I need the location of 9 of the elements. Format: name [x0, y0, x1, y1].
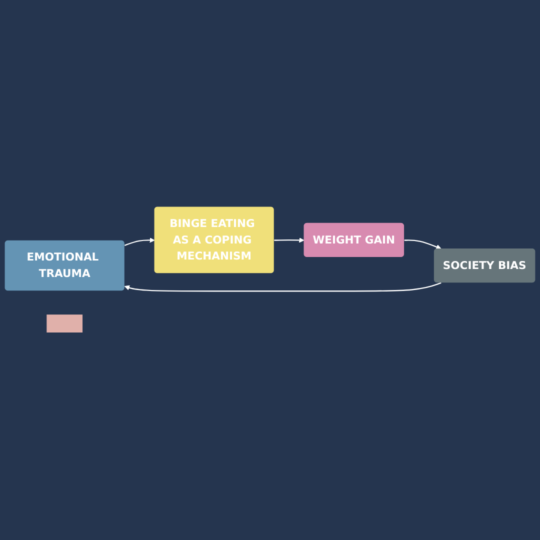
node-box: WEIGHT GAIN: [304, 223, 404, 258]
node-box: BINGE EATING AS A COPING MECHANISM: [154, 207, 274, 274]
node-box: [46, 314, 83, 333]
arrow: [124, 238, 155, 246]
node-box: EMOTIONAL TRAUMA: [4, 240, 124, 291]
arrow: [274, 238, 304, 244]
arrow: [124, 282, 442, 292]
node-box: SOCIETY BIAS: [434, 248, 536, 283]
arrow: [404, 240, 442, 250]
